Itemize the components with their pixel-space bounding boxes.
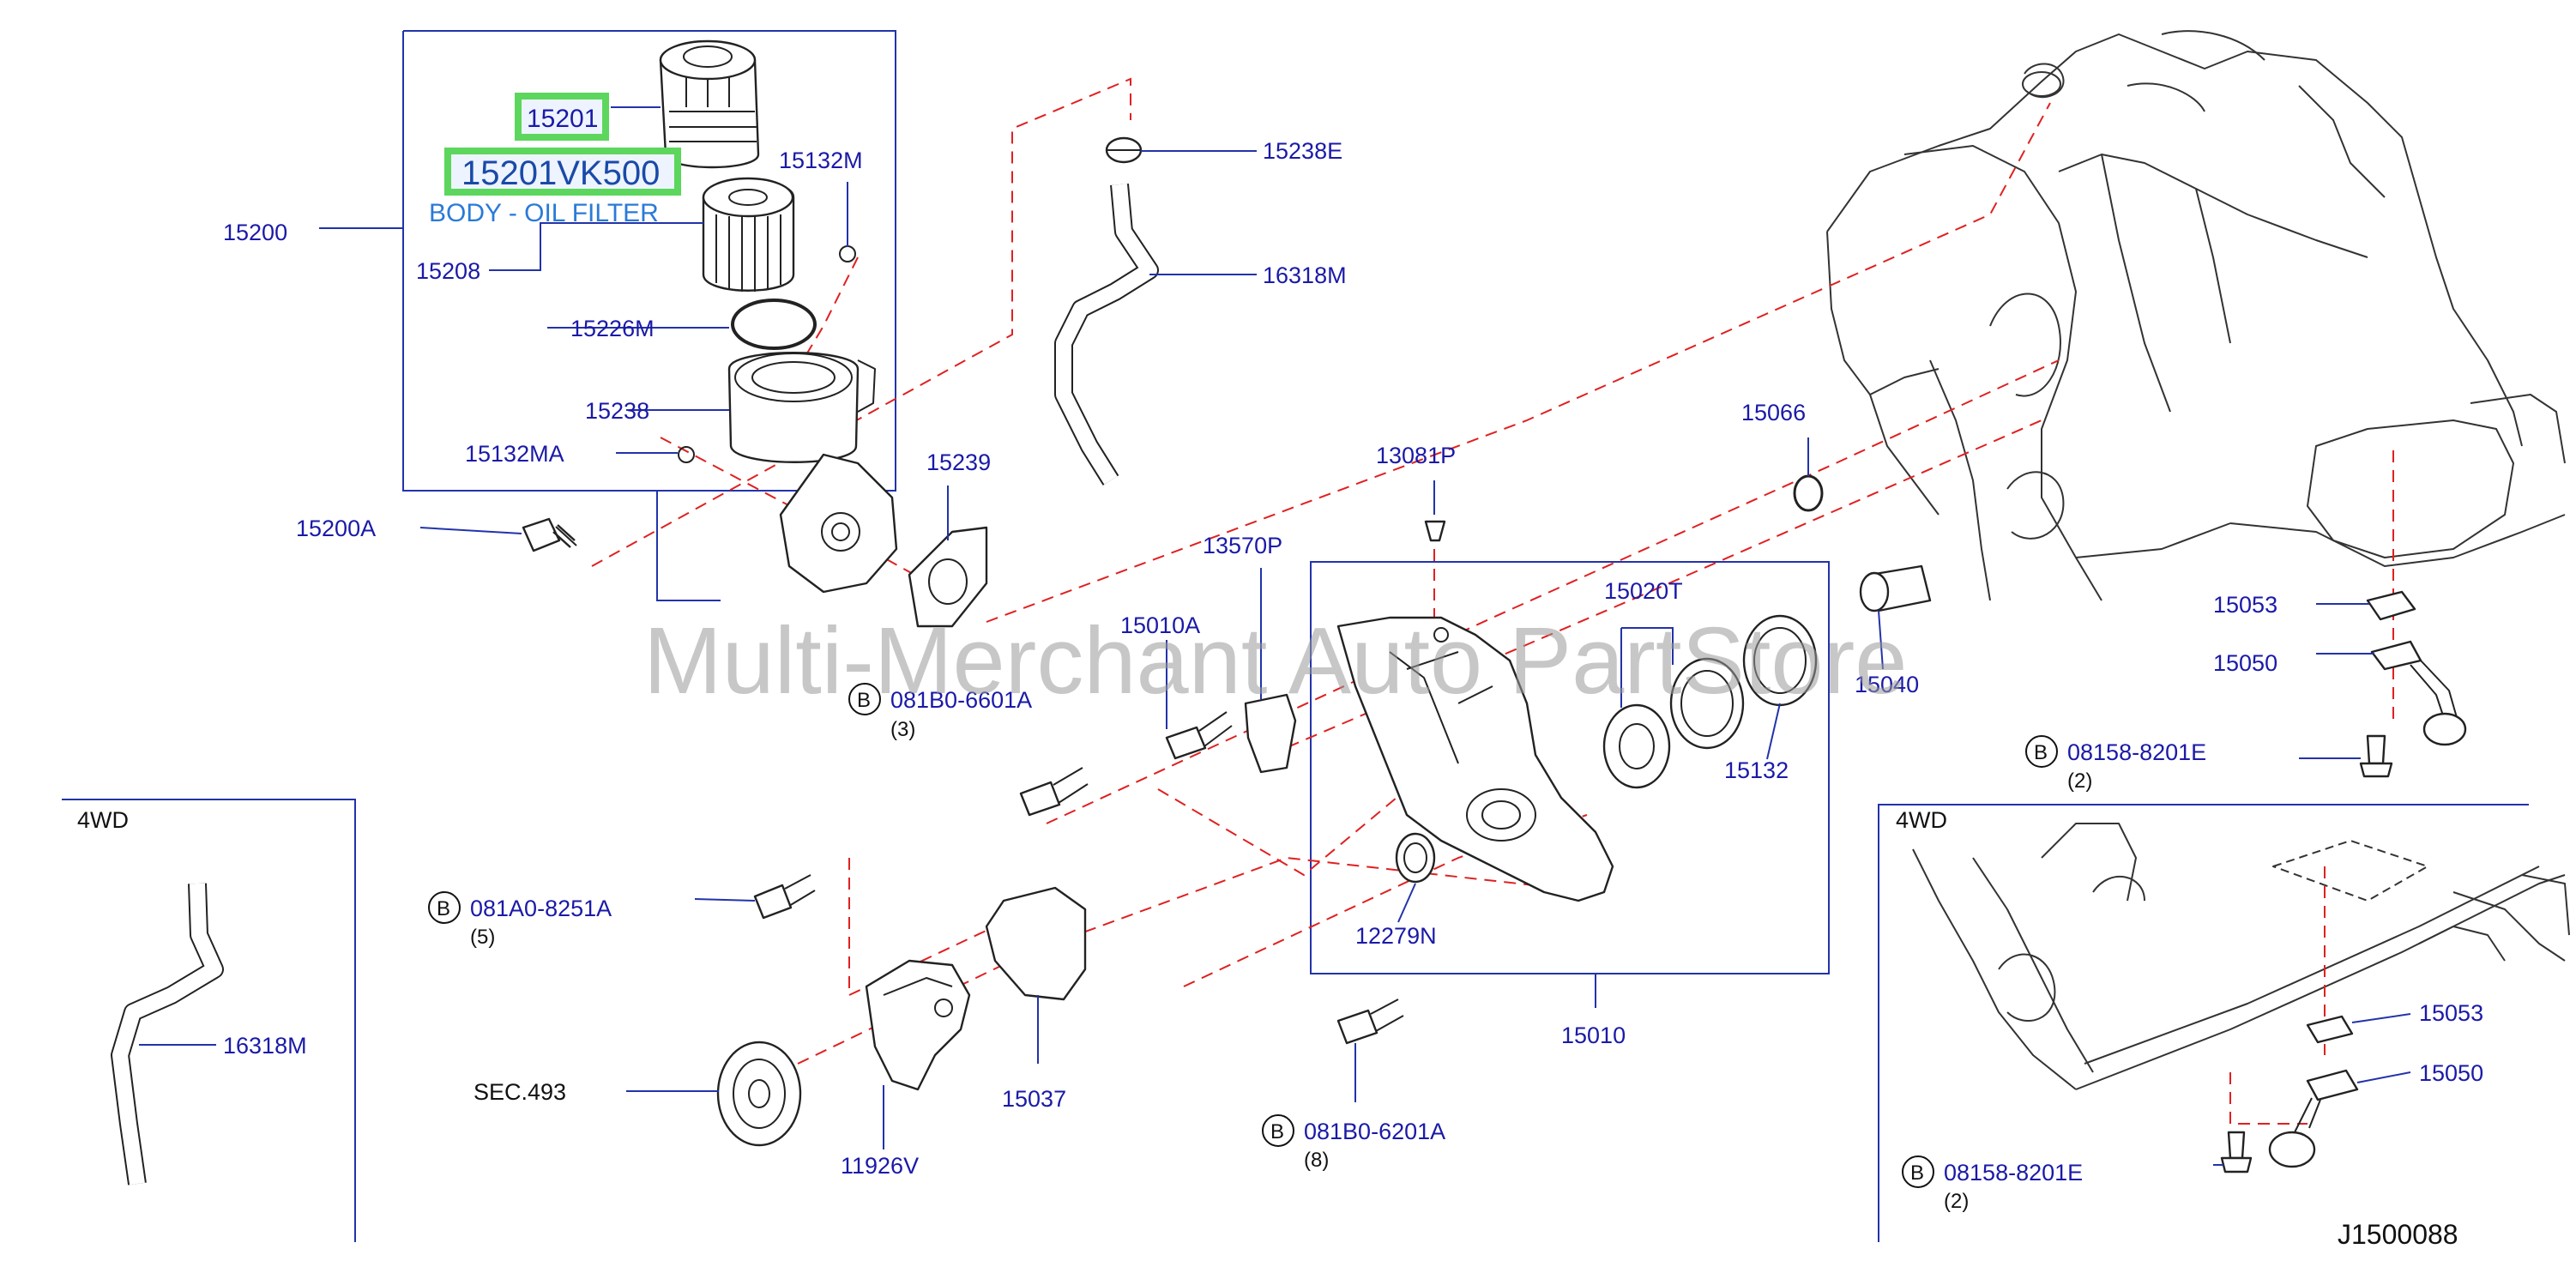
label-15053-4wd[interactable]: 15053 — [2419, 1000, 2483, 1026]
bolt-quantity: (8) — [1304, 1149, 1329, 1172]
water-outlet-housing — [865, 959, 971, 1091]
label-15208[interactable]: 15208 — [416, 258, 480, 284]
oil-filter-bracket — [727, 352, 898, 594]
bolt-part-number: 081B0-6601A — [890, 687, 1032, 713]
bolt-08158-8201E — [2359, 734, 2393, 778]
oil-strainer-15050 — [2370, 640, 2467, 746]
filter-group-box — [402, 30, 896, 601]
label-11926V[interactable]: 11926V — [841, 1153, 919, 1179]
small-o-ring-2 — [678, 446, 695, 463]
bolt-callout-08158-8201E-4wd[interactable]: B 08158-8201E (2) — [1902, 1155, 2083, 1213]
seal-12279N — [1395, 832, 1436, 884]
engine-4wd-outline — [1912, 823, 2570, 1090]
hose-top — [1054, 184, 1159, 486]
bolt-callout-081A0-8251A[interactable]: B 081A0-8251A (5) — [428, 891, 612, 949]
label-15050-4wd[interactable]: 15050 — [2419, 1060, 2483, 1086]
label-sec-493[interactable]: SEC.493 — [474, 1079, 566, 1105]
label-13081P[interactable]: 13081P — [1376, 443, 1456, 468]
bolt-quantity: (2) — [2067, 769, 2092, 793]
label-16318M[interactable]: 16318M — [1263, 262, 1347, 288]
engine-block-outline — [1826, 30, 2566, 601]
bolt-marker: B — [857, 689, 871, 712]
bolt-081A0-8251A — [753, 874, 816, 920]
oil-strainer-15050-4wd — [2268, 1069, 2359, 1168]
label-15053[interactable]: 15053 — [2213, 592, 2277, 618]
gasket-15037 — [985, 886, 1087, 1001]
label-15132MA[interactable]: 15132MA — [465, 441, 564, 467]
bolt-quantity: (5) — [470, 926, 495, 949]
o-ring — [731, 299, 817, 350]
label-15132M[interactable]: 15132M — [779, 148, 863, 173]
section-4wd-right: 4WD — [1896, 807, 1947, 833]
label-15239[interactable]: 15239 — [926, 449, 991, 475]
bolt-marker: B — [2034, 741, 2048, 764]
bolt-marker: B — [1270, 1120, 1284, 1143]
highlight-part-number: 15201 — [527, 105, 598, 133]
plug — [1424, 520, 1446, 542]
bolt-081B0-6201A — [1336, 998, 1404, 1045]
label-12279N[interactable]: 12279N — [1355, 923, 1437, 949]
seal-15040 — [1859, 564, 1932, 612]
bolt-quantity: (3) — [890, 718, 915, 741]
o-ring-15066 — [1793, 474, 1824, 512]
bolt-part-number: 08158-8201E — [1944, 1160, 2083, 1186]
front-cover — [1336, 616, 1614, 902]
pulley — [716, 1041, 802, 1147]
alignment-lines — [591, 77, 2394, 1125]
hose-4wd — [111, 883, 224, 1186]
label-15040[interactable]: 15040 — [1855, 672, 1919, 697]
right-4wd-box — [1878, 804, 2529, 1242]
leader-lines — [139, 106, 2411, 1166]
oil-pump-gear-set — [1602, 657, 1745, 789]
hose-clamp — [1105, 136, 1143, 164]
bolt-081B0-6601A — [1019, 767, 1089, 817]
bolt-callout-081B0-6601A[interactable]: B 081B0-6601A (3) — [848, 683, 1032, 741]
label-15200A[interactable]: 15200A — [296, 516, 376, 541]
label-15050[interactable]: 15050 — [2213, 650, 2277, 676]
highlight-15201: 15201 — [515, 93, 609, 141]
bolt-15200A — [522, 517, 577, 552]
label-16318M-4wd[interactable]: 16318M — [223, 1033, 307, 1059]
label-15238E[interactable]: 15238E — [1263, 138, 1342, 164]
label-15132[interactable]: 15132 — [1724, 757, 1789, 783]
bolt-08158-8201E-4wd — [2220, 1131, 2253, 1173]
watermark: Multi-Merchant Auto PartStore — [643, 608, 1907, 714]
gasket-15053-4wd — [2306, 1015, 2354, 1044]
small-o-ring — [839, 245, 856, 262]
highlight-15201VK500: 15201VK500 — [444, 148, 681, 196]
bolt-marker: B — [1910, 1161, 1924, 1185]
bolt-callout-08158-8201E[interactable]: B 08158-8201E (2) — [2025, 735, 2206, 793]
gasket-15053 — [2366, 590, 2416, 621]
label-15010[interactable]: 15010 — [1561, 1023, 1626, 1048]
part-description: BODY - OIL FILTER — [429, 199, 659, 227]
label-15238[interactable]: 15238 — [585, 398, 649, 424]
highlight-full-part-number: 15201VK500 — [462, 154, 660, 192]
bolt-15010A — [1165, 711, 1233, 760]
gasket — [908, 526, 988, 628]
left-4wd-box — [62, 799, 356, 1242]
label-15200[interactable]: 15200 — [223, 220, 287, 245]
front-cover-group-box — [1310, 561, 1830, 974]
bolt-callout-081B0-6201A[interactable]: B 081B0-6201A (8) — [1262, 1114, 1445, 1172]
label-15066[interactable]: 15066 — [1741, 400, 1806, 425]
label-15010A[interactable]: 15010A — [1120, 612, 1200, 638]
bolt-quantity: (2) — [1944, 1190, 1969, 1213]
label-15037[interactable]: 15037 — [1002, 1086, 1066, 1112]
bolt-marker: B — [437, 897, 450, 920]
bolt-part-number: 081B0-6201A — [1304, 1119, 1445, 1144]
bolt-part-number: 081A0-8251A — [470, 896, 612, 921]
section-4wd-left: 4WD — [77, 807, 129, 833]
oil-filter-element — [702, 177, 795, 292]
front-cover-gasket-13570P — [1244, 693, 1297, 774]
label-13570P[interactable]: 13570P — [1203, 533, 1282, 558]
oil-filter-cap — [659, 39, 760, 169]
label-15226M[interactable]: 15226M — [570, 316, 655, 341]
bolt-part-number: 08158-8201E — [2067, 739, 2206, 765]
label-15020T[interactable]: 15020T — [1604, 578, 1683, 604]
drawing-id: J1500088 — [2338, 1219, 2458, 1250]
